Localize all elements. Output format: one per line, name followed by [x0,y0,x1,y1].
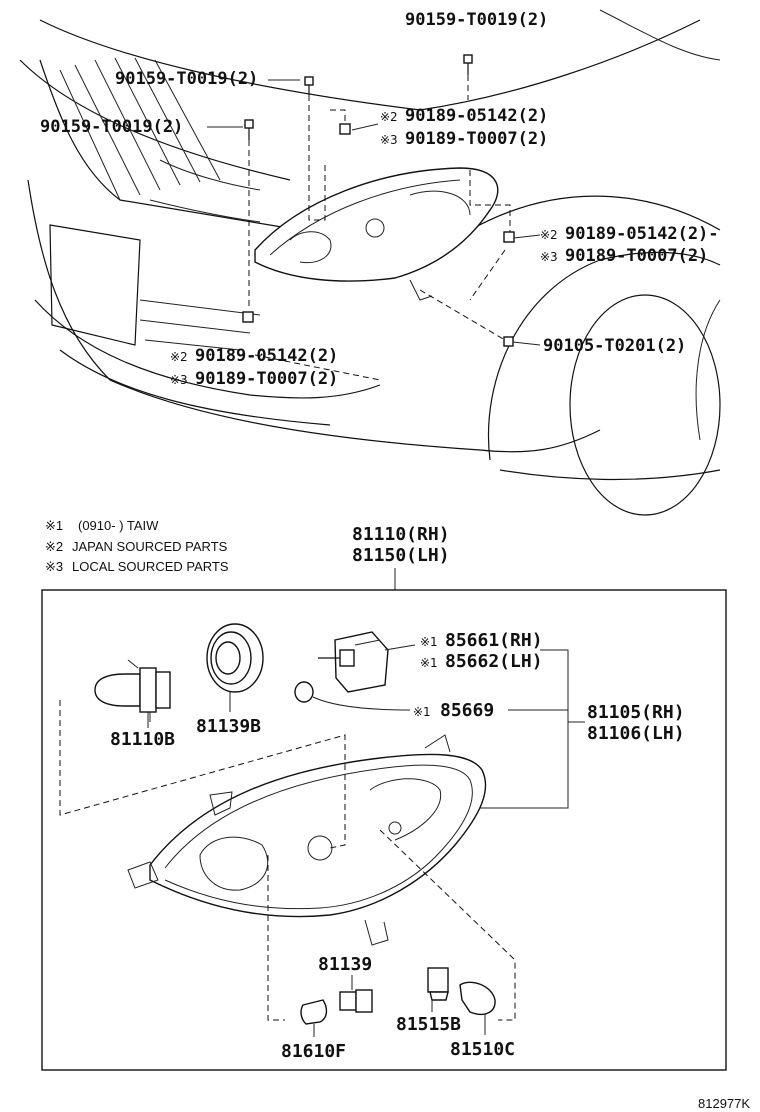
leveling-leader [384,644,416,651]
diagram-ref-code: 812977K [698,1096,750,1111]
small-bulb-icon [300,999,328,1025]
fastener-mark-e: ※3 [380,133,398,147]
fastener-mark-f: ※2 [540,228,558,242]
assembly-box [41,589,727,1071]
socket-label: 81139 [318,954,372,975]
o-ring-mark: ※1 [413,705,431,719]
assembly-label-lh: 81150(LH) [352,545,450,566]
leveling-motor-icon [318,631,389,693]
assembly-label-rh: 81110(RH) [352,524,450,545]
note-mark-2: ※2 [45,539,63,554]
clip-icon [242,311,254,323]
fastener-label-a: 90159-T0019(2) [405,10,548,30]
fastener-label-g: 90189-T0007(2) [565,246,708,266]
vehicle-front-illustration [19,9,721,516]
leveling-rh-label: 85661(RH) [445,630,543,651]
fastener-label-f: 90189-05142(2)- [565,224,719,244]
fastener-label-b: 90159-T0019(2) [115,69,258,89]
bolt-icon [463,54,473,75]
o-ring-icon [294,681,314,703]
socket-icon [339,989,373,1013]
note-mark-3: ※3 [45,559,63,574]
headlamp-unit-illustration [127,734,487,946]
o-ring-label: 85669 [440,700,494,721]
fastener-icons [242,54,515,347]
fastener-label-j: 90189-T0007(2) [195,369,338,389]
socket-cover-icon [206,623,264,693]
note-text-2: JAPAN SOURCED PARTS [72,539,228,554]
fastener-mark-j: ※3 [170,373,188,387]
unit-label-rh: 81105(RH) [587,702,685,723]
box-leader-lines [59,700,516,1021]
turn-socket-icon [427,967,449,1001]
fastener-label-i: 90189-05142(2) [195,346,338,366]
note-mark-1: ※1 [45,518,63,533]
leveling-lh-mark: ※1 [420,656,438,670]
turn-bulb-label: 81510C [450,1039,515,1060]
clip-icon [339,123,351,135]
fastener-label-e: 90189-T0007(2) [405,129,548,149]
o-ring-leader [312,696,411,711]
small-bulb-label: 81610F [281,1041,346,1062]
turn-bulb-icon [459,981,496,1016]
socket-cover-label: 81139B [196,716,261,737]
h4-bulb-label: 81110B [110,729,175,750]
unit-bracket [470,649,569,809]
note-text-3: LOCAL SOURCED PARTS [72,559,229,574]
leveling-rh-mark: ※1 [420,635,438,649]
fastener-label-h: 90105-T0201(2) [543,336,686,356]
unit-label-lh: 81106(LH) [587,723,685,744]
fastener-label-c: 90159-T0019(2) [40,117,183,137]
top-leader-lines [207,75,541,381]
bolt-icon [244,119,254,140]
clip-icon [503,231,515,243]
turn-socket-label: 81515B [396,1014,461,1035]
screw-icon [503,336,514,347]
h4-bulb-icon [94,659,171,722]
leveling-lh-label: 85662(LH) [445,651,543,672]
note-text-1: (0910- ) TAIW [78,518,159,533]
notes-legend: ※1 (0910- ) TAIW ※2 JAPAN SOURCED PARTS … [45,518,229,574]
fastener-label-d: 90189-05142(2) [405,106,548,126]
bolt-icon [304,76,314,95]
top-labels: 90159-T0019(2) 90159-T0019(2) 90159-T001… [40,10,719,389]
fastener-mark-d: ※2 [380,110,398,124]
fastener-mark-i: ※2 [170,350,188,364]
fastener-mark-g: ※3 [540,250,558,264]
